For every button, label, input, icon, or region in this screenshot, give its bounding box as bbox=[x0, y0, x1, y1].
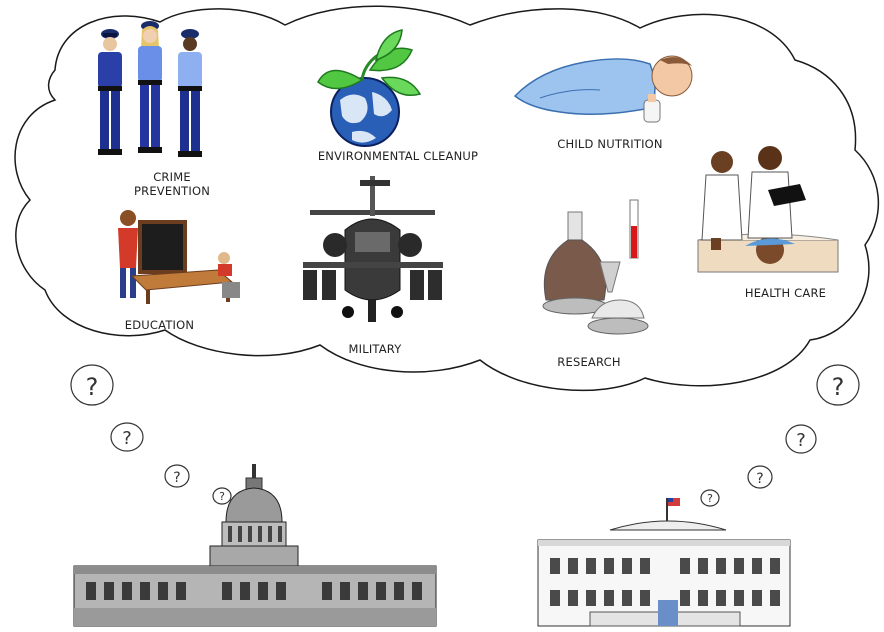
question-mark: ? bbox=[173, 470, 180, 486]
doctors-with-patient-icon bbox=[697, 146, 839, 273]
label-crime-prevention: CRIME PREVENTION bbox=[122, 170, 222, 198]
us-capitol-icon bbox=[73, 464, 437, 627]
label-research: RESEARCH bbox=[557, 355, 621, 369]
globe-with-leaves-icon bbox=[317, 29, 422, 147]
laboratory-glassware-icon bbox=[542, 199, 649, 335]
police-officers-icon bbox=[98, 21, 202, 157]
question-mark: ? bbox=[832, 373, 845, 401]
question-mark: ? bbox=[219, 490, 225, 503]
label-education: EDUCATION bbox=[124, 318, 195, 332]
label-environmental-cleanup: ENVIRONMENTAL CLEANUP bbox=[317, 149, 479, 163]
label-military: MILITARY bbox=[348, 342, 402, 356]
question-mark: ? bbox=[707, 492, 713, 505]
label-health-care: HEALTH CARE bbox=[744, 286, 827, 300]
white-house-icon bbox=[537, 498, 791, 627]
question-mark: ? bbox=[86, 373, 99, 401]
baby-with-bottle-icon bbox=[513, 55, 693, 123]
question-mark: ? bbox=[796, 430, 806, 451]
attack-helicopter-icon bbox=[303, 176, 443, 322]
classroom-icon bbox=[118, 210, 240, 304]
thought-bubbles-right: ? ? ? ? bbox=[700, 364, 860, 507]
label-crime-line2: PREVENTION bbox=[134, 184, 210, 198]
label-crime-line1: CRIME bbox=[153, 170, 191, 184]
question-mark: ? bbox=[756, 471, 763, 487]
thought-bubbles-left: ? ? ? ? bbox=[70, 364, 232, 505]
label-child-nutrition: CHILD NUTRITION bbox=[557, 137, 663, 151]
question-mark: ? bbox=[122, 428, 132, 449]
